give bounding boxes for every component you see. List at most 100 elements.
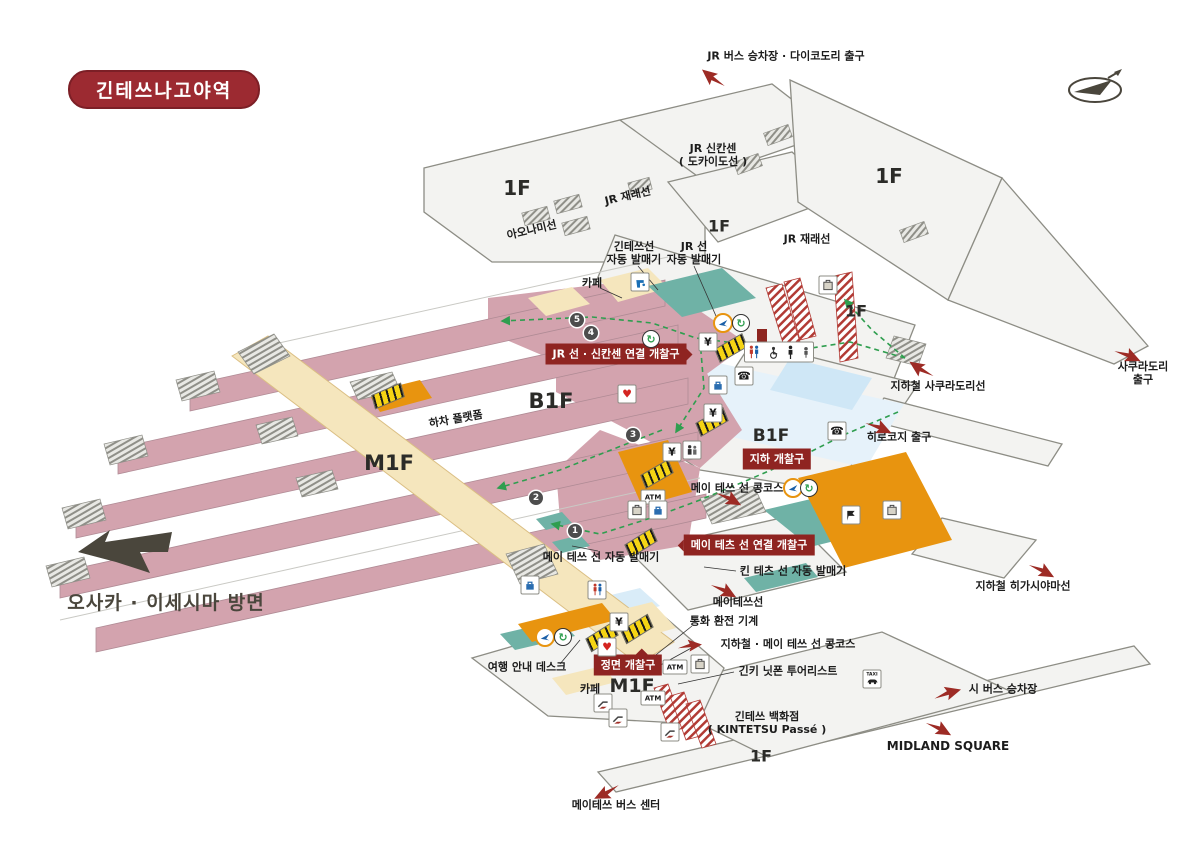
jr-conventional-right-label: JR 재래선 bbox=[783, 232, 831, 246]
sakuradori-subway-floor bbox=[770, 358, 872, 410]
people-glyph bbox=[687, 445, 697, 455]
jr-link-gate-badge: JR 선 · 신칸센 연결 개찰구 bbox=[545, 343, 693, 365]
osaka-iseshima-direction-label: 오사카 · 이세시마 방면 bbox=[67, 591, 265, 614]
stairs bbox=[255, 416, 299, 445]
kinki-nippon-tourist-label: 긴키 닛폰 투어리스트 bbox=[738, 664, 838, 678]
jr-bus-exit-label: JR 버스 승차장 · 다이코도리 출구 bbox=[707, 49, 865, 63]
hirokoji-exit-label: 히로코지 출구 bbox=[866, 430, 932, 444]
city-bus-stop-label: 시 버스 승차장 bbox=[968, 682, 1038, 696]
restroom-glyph bbox=[593, 583, 601, 596]
escalators bbox=[653, 271, 859, 749]
machine-pad bbox=[552, 535, 590, 553]
stairs bbox=[45, 123, 929, 588]
exit-arrow-hirokoji bbox=[860, 414, 896, 445]
compass-icon bbox=[1068, 69, 1122, 103]
luggage-icon bbox=[648, 500, 668, 520]
meitetsu-line-label: 메이테쓰선 bbox=[712, 595, 764, 609]
luggage-icon bbox=[708, 375, 728, 395]
car-glyph bbox=[867, 679, 877, 685]
stairs bbox=[175, 370, 221, 402]
kintetsu-ticket-machines-top-label: 긴테쓰선 자동 발매기 bbox=[606, 240, 662, 266]
jr-machines-zone bbox=[648, 268, 756, 317]
stairs bbox=[699, 485, 767, 525]
platform-stairs bbox=[561, 215, 591, 237]
meitetsu-ticket-machines-label: 메이 테쓰 선 자동 발매기 bbox=[542, 550, 660, 564]
shop-zone bbox=[798, 452, 952, 568]
luggage-glyph bbox=[654, 506, 662, 515]
floor-label-m1f: M1F bbox=[364, 451, 414, 475]
escalator bbox=[685, 699, 717, 749]
atm-icon: ATM bbox=[662, 659, 688, 675]
flag-icon bbox=[841, 505, 861, 525]
locker-glyph bbox=[887, 504, 897, 516]
track-lines bbox=[59, 256, 701, 621]
arrow-sakuradori-line bbox=[904, 351, 940, 385]
kintetsu-ticket-machines-b1-label: 킨 테츠 선 자동 발매기 bbox=[739, 564, 847, 578]
exit-arrow-jr-bus bbox=[696, 60, 732, 95]
route-jr-transfer bbox=[500, 315, 906, 359]
locker-glyph bbox=[695, 658, 705, 670]
escalator bbox=[783, 277, 817, 341]
subway-meitetsu-concourse-label: 지하철 · 메이 테쓰 선 콩코스 bbox=[720, 637, 856, 651]
locker-glyph bbox=[632, 504, 642, 516]
underground-gate-badge: 지하 개찰구 bbox=[742, 448, 812, 470]
travel-info-desk-label: 여행 안내 데스크 bbox=[487, 660, 567, 674]
restroom-icon bbox=[587, 580, 607, 600]
transfer-icon: ↻ bbox=[642, 330, 660, 348]
stairs bbox=[103, 434, 149, 466]
exit-arrow-bus-center bbox=[588, 776, 624, 807]
beige-patch bbox=[528, 287, 590, 316]
coin-locker-icon bbox=[882, 500, 902, 520]
platform-stairs bbox=[521, 205, 551, 227]
platform-number-5: 5 bbox=[570, 313, 584, 327]
yen-fare-icon: ¥ bbox=[698, 332, 718, 352]
escalator bbox=[833, 271, 859, 363]
currency-exchange-label: 통화 환전 기계 bbox=[689, 614, 759, 628]
yen-fare-icon: ¥ bbox=[609, 612, 629, 632]
jr-shinkansen-label: JR 신칸센 ( 도카이도선 ) bbox=[678, 142, 748, 168]
meitetsu-link-gate-badge: 메이 테츠 선 연결 개찰구 bbox=[677, 534, 815, 556]
water-fountain-icon bbox=[630, 272, 650, 292]
front-gate-badge: 정면 개찰구 bbox=[593, 648, 663, 676]
bird-logo-icon bbox=[535, 627, 555, 647]
meitetsu-bus-center-label: 메이테쓰 버스 센터 bbox=[571, 798, 661, 812]
exit-arrow-midland bbox=[920, 714, 956, 746]
coin-locker-icon bbox=[627, 500, 647, 520]
escalator-icon bbox=[593, 693, 613, 713]
stairs bbox=[505, 543, 559, 585]
stairs bbox=[237, 333, 291, 375]
yen-fare-icon: ¥ bbox=[662, 442, 682, 462]
meitetsu-concourse-label: 메이 테쓰 선 콩코스 bbox=[690, 481, 784, 495]
kintetsu-dept-store-label: 긴테쓰 백화점 ( KINTETSU Passé ) bbox=[707, 710, 827, 736]
kintetsu-machines-pad bbox=[744, 563, 818, 592]
platform-number-2: 2 bbox=[529, 491, 543, 505]
higashiyama-line-label: 지하철 히가시야마선 bbox=[975, 579, 1071, 593]
exit-arrow-city-bus bbox=[931, 681, 965, 708]
phone-icon: ☎ bbox=[827, 421, 847, 441]
wheelchair-icon bbox=[769, 346, 777, 359]
escalator-icon bbox=[660, 722, 680, 742]
floor-label-1f: 1F bbox=[707, 216, 731, 236]
platform-stairs bbox=[763, 123, 793, 147]
atm-icon: ATM bbox=[640, 690, 666, 706]
coin-locker-icon bbox=[690, 654, 710, 674]
floor-label-b1f: B1F bbox=[752, 426, 790, 446]
escalator-glyph bbox=[612, 716, 623, 724]
platform-stairs bbox=[899, 220, 929, 244]
restroom-zone bbox=[676, 362, 904, 468]
phone-icon: ☎ bbox=[734, 366, 754, 386]
transfer-icon: ↻ bbox=[800, 479, 818, 497]
route-platform bbox=[496, 429, 663, 491]
platform-stairs bbox=[627, 176, 653, 196]
bird-glyph bbox=[788, 485, 798, 492]
arrow-subway-meitetsu bbox=[676, 636, 704, 657]
child-figure-icon bbox=[803, 346, 808, 358]
floor-label-1f: 1F bbox=[503, 176, 531, 200]
route-down bbox=[675, 339, 705, 434]
bird-glyph bbox=[718, 320, 728, 327]
floor-label-1f: 1F bbox=[749, 746, 773, 766]
arrow-meitetsu-line bbox=[705, 576, 741, 608]
exit-arrow-sakuradori bbox=[1109, 342, 1145, 373]
